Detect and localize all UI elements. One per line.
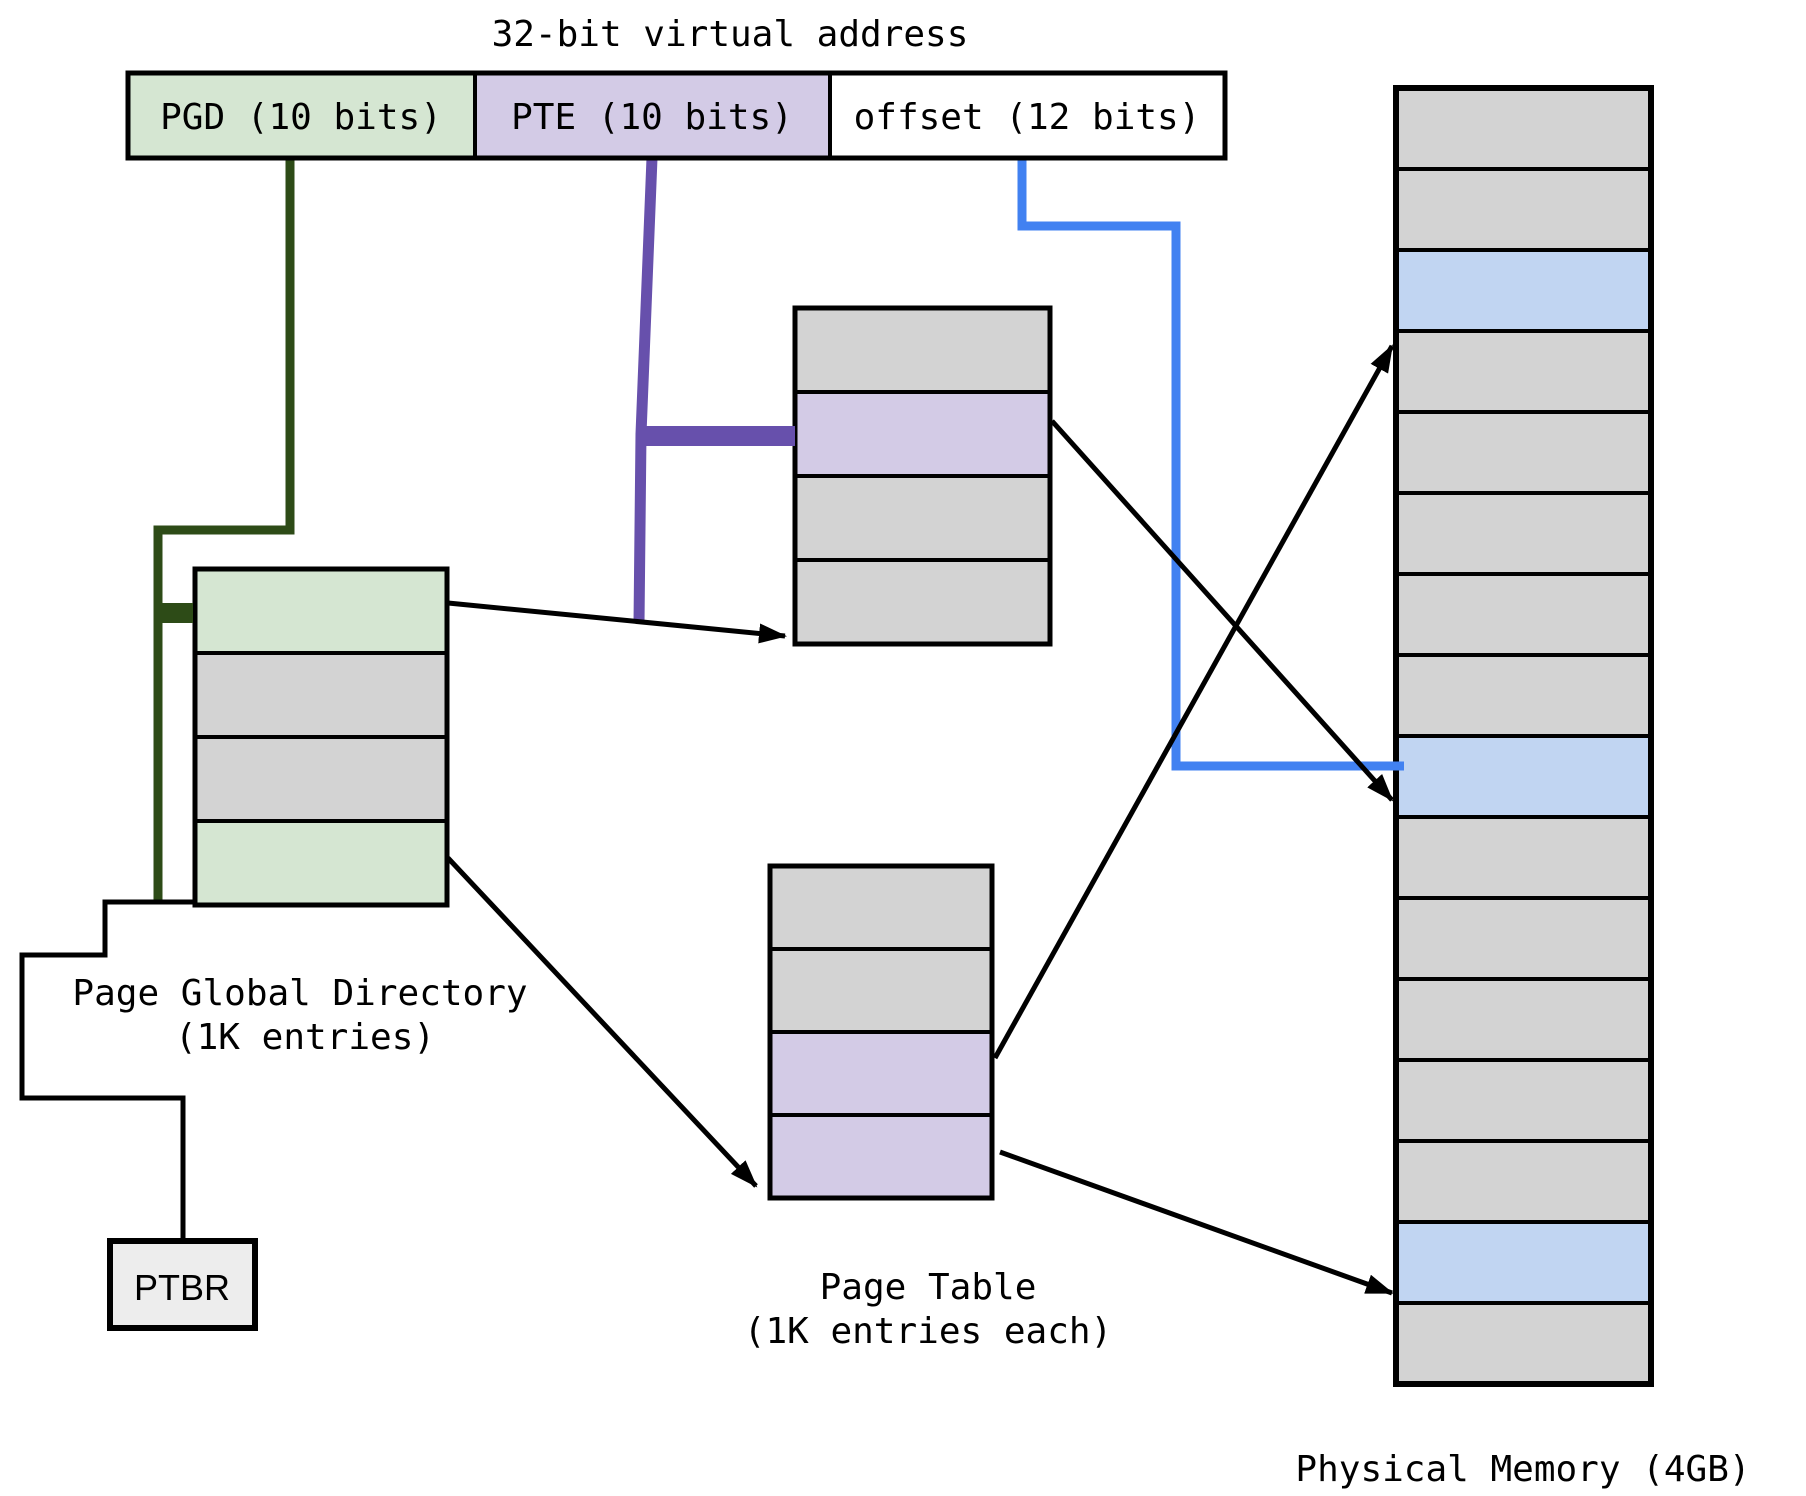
page-table-caption-line1: Page Table: [820, 1267, 1037, 1308]
lower-page-table-entry-2: [768, 947, 994, 1034]
ptbr-connector-line: [19, 899, 196, 1242]
arrow-upper-pte-to-physical-frame: [1050, 419, 1394, 802]
upper-page-table-entry-3: [793, 474, 1052, 562]
page-table-lower: [768, 864, 994, 1200]
physical-memory-frame-3: [1394, 248, 1653, 333]
offset-bits-line: [1017, 158, 1404, 771]
pgd-entry-3: [193, 735, 449, 823]
pgd-caption-line2: (1K entries): [175, 1017, 435, 1058]
pte-bits-line: [633, 157, 658, 624]
page-table-upper-border: [792, 305, 1053, 647]
pgd-bits-line: [153, 158, 295, 903]
pgd-entry-1: [193, 567, 449, 655]
ptbr-rect: [107, 1238, 258, 1331]
offset-field-label: offset (12 bits): [854, 97, 1201, 138]
pte-field-label: PTE (10 bits): [511, 97, 793, 138]
physical-memory-frame-8: [1394, 653, 1653, 738]
virtual-address-box: PGD (10 bits) PTE (10 bits) offset (12 b…: [125, 70, 1228, 161]
physical-memory-frame-13: [1394, 1058, 1653, 1143]
page-table-caption-line2: (1K entries each): [744, 1311, 1112, 1352]
diagram-title: 32-bit virtual address: [492, 14, 969, 55]
physical-memory-table: [1394, 86, 1653, 1386]
physical-memory-frame-1: [1394, 86, 1653, 171]
physical-memory-frame-5: [1394, 410, 1653, 495]
page-global-directory-border: [192, 566, 450, 908]
physical-memory-frame-2: [1394, 167, 1653, 252]
offset-field: [828, 71, 1227, 160]
physical-memory-frame-11: [1394, 896, 1653, 981]
arrow-pgd-entry-to-lower-page-table: [446, 856, 758, 1188]
upper-page-table-entry-1: [793, 306, 1052, 394]
physical-memory-frame-10: [1394, 815, 1653, 900]
arrow-lower-pte2-to-physical-frame: [999, 1149, 1394, 1296]
pgd-field-label: PGD (10 bits): [160, 97, 442, 138]
upper-page-table-entry-2: [793, 390, 1052, 478]
virtual-address-border: [125, 70, 1228, 161]
pgd-entry-4: [193, 819, 449, 907]
page-global-directory-table: [193, 567, 449, 907]
ptbr-label: PTBR: [134, 1267, 230, 1308]
physical-memory-frame-16: [1394, 1301, 1653, 1386]
physical-memory-frame-4: [1394, 329, 1653, 414]
lower-page-table-entry-3: [768, 1030, 994, 1117]
arrow-pgd-entry-to-upper-page-table: [447, 600, 787, 644]
physical-memory-frame-12: [1394, 977, 1653, 1062]
physical-memory-caption: Physical Memory (4GB): [1295, 1449, 1750, 1490]
physical-memory-frame-6: [1394, 491, 1653, 576]
physical-memory-frame-15: [1394, 1220, 1653, 1305]
physical-memory-border: [1393, 85, 1654, 1387]
lower-page-table-entry-4: [768, 1113, 994, 1200]
ptbr-box: PTBR: [107, 1238, 258, 1331]
pgd-caption-line1: Page Global Directory: [72, 973, 527, 1014]
page-table-lower-border: [767, 863, 995, 1201]
arrow-lower-pte-to-physical-frame: [992, 344, 1395, 1060]
page-table-upper: [793, 306, 1052, 646]
lower-page-table-entry-1: [768, 864, 994, 951]
upper-page-table-entry-4: [793, 558, 1052, 646]
pgd-entry-2: [193, 651, 449, 739]
physical-memory-frame-14: [1394, 1139, 1653, 1224]
physical-memory-frame-7: [1394, 572, 1653, 657]
physical-memory-frame-9: [1394, 734, 1653, 819]
